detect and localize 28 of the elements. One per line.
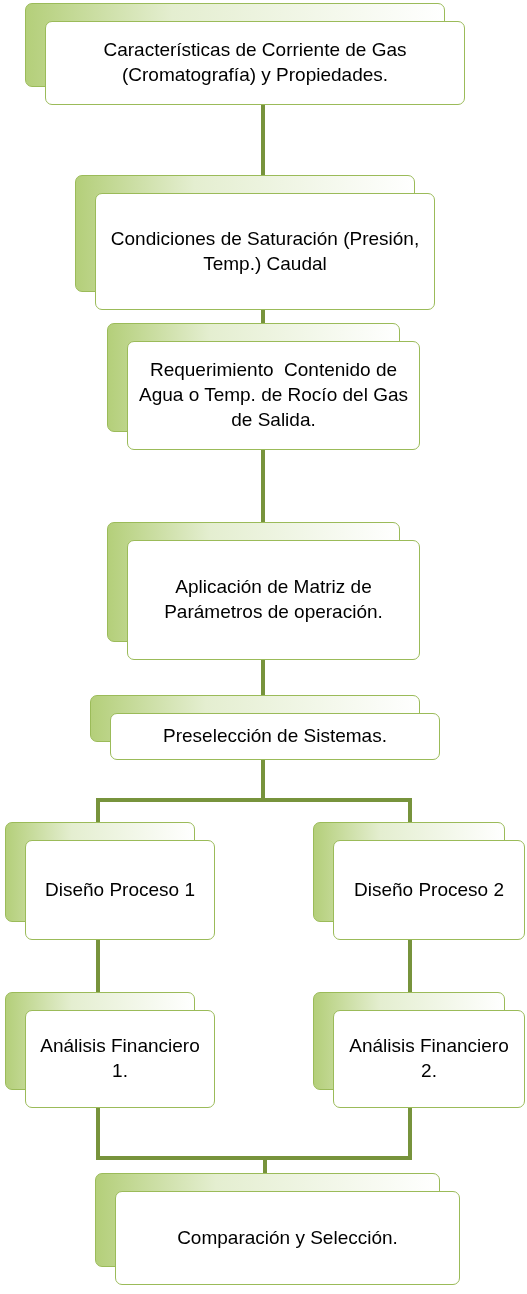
connector-line (261, 760, 412, 822)
stacked-box (95, 1173, 460, 1285)
stacked-box (5, 992, 215, 1108)
connector-line (261, 450, 265, 522)
stacked-box (25, 3, 465, 105)
stacked-box (313, 992, 525, 1108)
box-text: Diseño Proceso 2 (354, 877, 504, 902)
connector-line (261, 310, 265, 323)
box-text: Análisis Financiero 2. (348, 1034, 510, 1083)
stacked-box (313, 822, 525, 940)
stacked-box (107, 323, 420, 450)
connector-line (261, 660, 265, 695)
box-text: Condiciones de Saturación (Presión, Temp.) Caudal (109, 226, 421, 276)
box-text: Diseño Proceso 1 (45, 877, 195, 902)
box-text: Características de Corriente de Gas (Cromatografía) y Propiedades. (102, 38, 408, 87)
stacked-box (90, 695, 440, 760)
connector-line (96, 940, 100, 992)
connector-line (263, 1108, 412, 1173)
box-text: Preselección de Sistemas. (163, 724, 387, 749)
box-text: Análisis Financiero 1. (39, 1034, 201, 1083)
connector-line (261, 105, 265, 175)
connector-line (408, 940, 412, 992)
stacked-box (75, 175, 435, 310)
stacked-box (5, 822, 215, 940)
box-text: Comparación y Selección. (177, 1225, 398, 1250)
box-text: Requerimiento Contenido de Agua o Temp. de Rocío del Gas de Salida. (138, 358, 409, 432)
stacked-box (107, 522, 420, 660)
box-text: Aplicación de Matriz de Parámetros de operación. (163, 575, 384, 624)
